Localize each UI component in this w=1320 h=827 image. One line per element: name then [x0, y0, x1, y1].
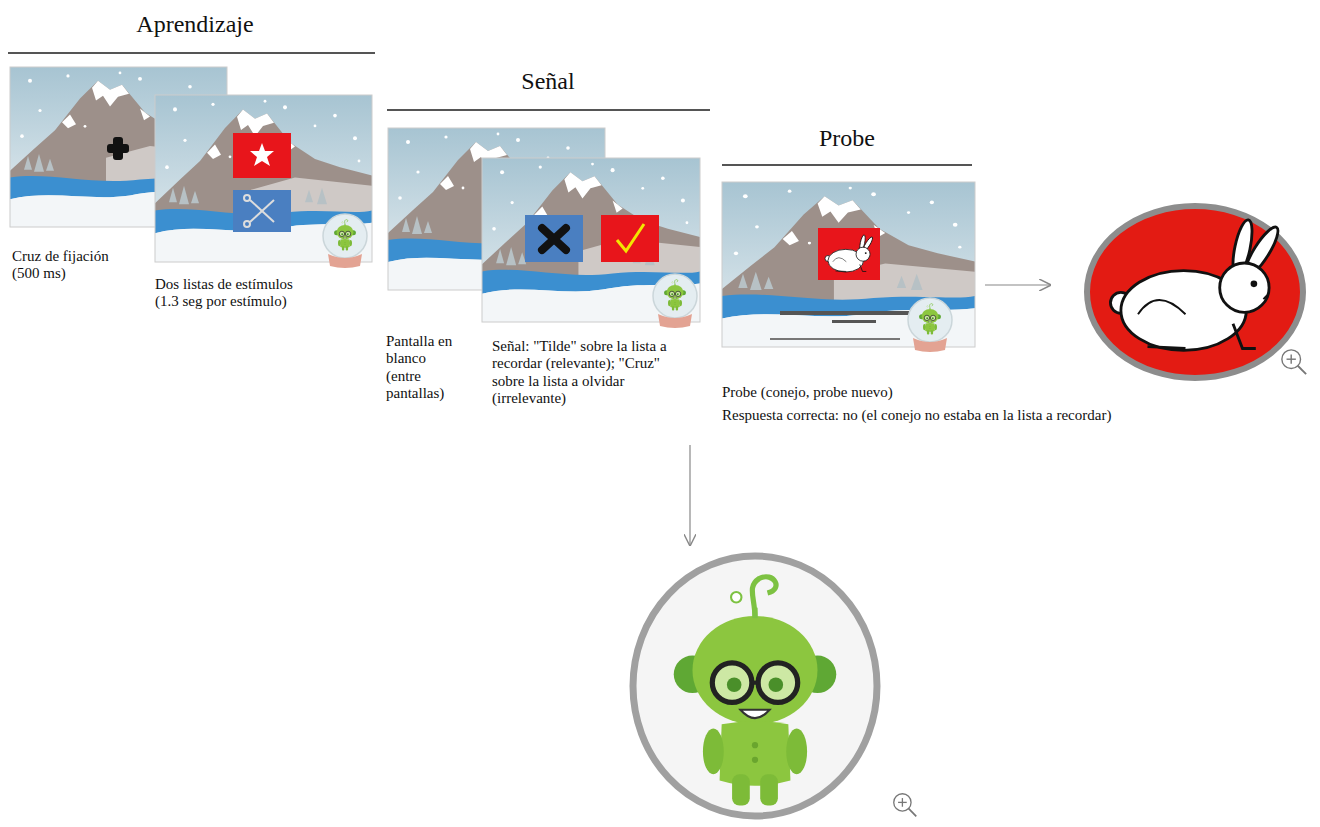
- phase-heading: Señal: [398, 67, 698, 96]
- rabbit-zoom: [1087, 206, 1306, 378]
- caption-text: Probe (conejo, probe nuevo): [722, 384, 1302, 401]
- probe-screen: [722, 182, 975, 352]
- phase-heading: Probe: [697, 124, 997, 153]
- screen-caption: Pantalla en blanco (entre pantallas): [386, 333, 458, 402]
- phase-heading: Aprendizaje: [45, 10, 345, 39]
- alien-zoom: [633, 556, 916, 816]
- screen-caption: Dos listas de estímulos (1.3 seg por est…: [155, 276, 320, 311]
- screen-caption: Probe (conejo, probe nuevo) Respuesta cor…: [722, 384, 1302, 425]
- screen-caption: Cruz de fijación (500 ms): [12, 248, 137, 283]
- caption-text: Respuesta correcta: no (el conejo no est…: [722, 407, 1302, 424]
- caption-text: Señal: "Tilde" sobre la lista a recordar…: [492, 338, 674, 407]
- caption-text: Pantalla en blanco (entre pantallas): [386, 333, 458, 402]
- caption-text: Cruz de fijación (500 ms): [12, 248, 137, 283]
- caption-text: Dos listas de estímulos (1.3 seg por est…: [155, 276, 320, 311]
- cue-screen: [482, 158, 700, 328]
- study-screen: [155, 95, 372, 268]
- screen-caption: Señal: "Tilde" sobre la lista a recordar…: [492, 338, 674, 407]
